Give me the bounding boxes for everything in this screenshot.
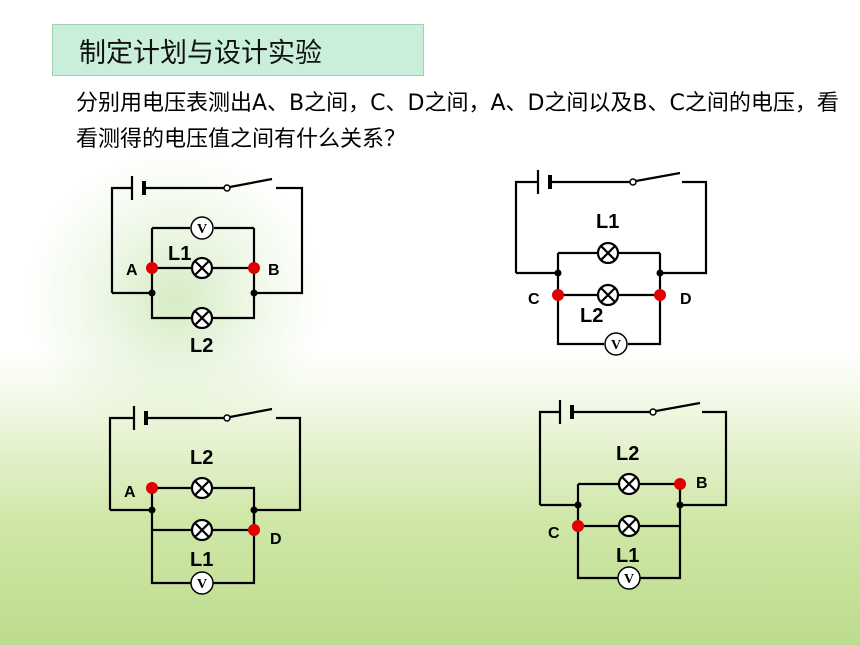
lamp-label: L1 [596,211,619,233]
switch-blade [229,407,273,419]
voltmeter-icon [604,332,628,356]
junction-dot [676,501,684,509]
switch-pivot [223,414,231,422]
wire [680,410,728,507]
lamp-label: L1 [190,549,213,571]
junction-dot [250,506,258,514]
voltmeter-icon [190,571,214,595]
wire [152,486,256,530]
voltmeter-symbol: V [624,572,634,587]
circuit-2: V C D L1 L2 [514,170,708,356]
circuit-3: V A D L2 L1 [108,406,302,595]
probe-point [146,482,158,494]
junction-dot [148,506,156,514]
point-label: A [124,484,136,501]
point-label: D [270,531,282,548]
junction-dot [250,289,258,297]
point-label: C [548,525,560,542]
probe-point [674,478,686,490]
switch-blade [635,171,681,183]
wire [628,253,662,346]
lamp-icon [190,256,214,280]
slide-title: 制定计划与设计实验 [79,37,322,69]
lamp-icon [190,306,214,330]
junction-dot [574,501,582,509]
voltmeter-icon [617,566,641,590]
probe-point [572,520,584,532]
probe-point [654,289,666,301]
circuit-1: V A B L1 L2 [110,176,304,357]
lamp-icon [617,472,641,496]
wire [514,180,538,273]
point-label: B [696,475,708,492]
wire [150,228,192,320]
voltmeter-symbol: V [611,338,621,353]
lamp-label: L2 [190,335,213,357]
voltmeter-icon [190,216,214,240]
probe-point [552,289,564,301]
lamp-icon [190,476,214,500]
wire [110,186,132,293]
wire [660,180,708,275]
wire [254,186,304,295]
junction-dot [554,269,562,277]
lamp-label: L1 [616,545,639,567]
wire [556,253,604,346]
voltmeter-symbol: V [197,577,207,592]
lamp-label: L1 [168,243,191,265]
junction-dot [148,289,156,297]
lamp-icon [596,283,620,307]
wire [538,410,560,505]
probe-point [146,262,158,274]
junction-dot [656,269,664,277]
switch-pivot [223,184,231,192]
wire [254,416,302,512]
point-label: B [268,262,280,279]
point-label: A [126,262,138,279]
point-label: D [680,291,692,308]
switch-pivot [629,178,637,186]
lamp-icon [617,514,641,538]
probe-point [248,524,260,536]
circuit-4: V C B L2 L1 [538,400,728,590]
lamp-icon [190,518,214,542]
lamp-label: L2 [580,305,603,327]
probe-point [248,262,260,274]
switch-blade [229,177,273,189]
lamp-icon [596,241,620,265]
switch-blade [655,401,701,413]
voltmeter-symbol: V [197,222,207,237]
wire [576,484,682,580]
lamp-label: L2 [616,443,639,465]
wire [212,228,256,320]
question-text: 分别用电压表测出A、B之间，C、D之间，A、D之间以及B、C之间的电压，看看测得… [76,91,839,152]
wire [108,416,134,510]
lamp-label: L2 [190,447,213,469]
switch-pivot [649,408,657,416]
point-label: C [528,291,540,308]
title-box: 制定计划与设计实验 [52,24,424,76]
